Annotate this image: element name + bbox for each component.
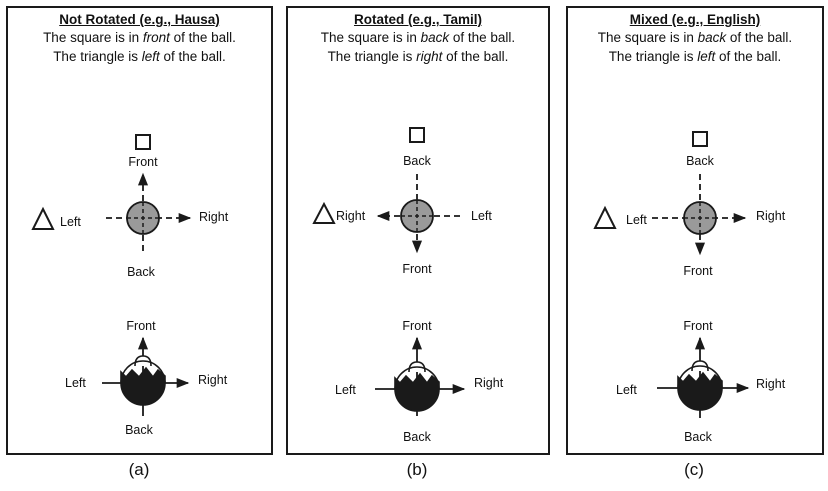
caption-a: (a) [128,460,150,479]
observer-label-left: Left [616,383,637,397]
triangle-object [593,205,617,229]
square-object [692,131,708,147]
panel-title: Rotated (e.g., Tamil) [353,12,482,27]
observer-label-bottom: Back [684,430,713,444]
spatial-diagram: Back Right Left Front Front Left Right B… [312,127,504,444]
label-top: Front [128,155,158,169]
label-left: Right [336,209,366,223]
panel-mixed: Mixed (e.g., English) The square is in b… [566,6,824,455]
observer-head [677,371,723,411]
square-object [135,134,151,150]
panel-title: Not Rotated (e.g., Hausa) [59,12,220,27]
observer-label-bottom: Back [125,423,154,437]
label-bottom: Back [127,265,156,279]
observer-head [120,366,166,406]
square-sentence: The square is in back of the ball. [597,30,793,45]
square-sentence: The square is in back of the ball. [320,30,516,45]
caption-b: (b) [406,460,428,479]
triangle-object [31,206,55,230]
observer-label-top: Front [402,319,432,333]
label-right: Left [471,209,492,223]
panel-not-rotated: Not Rotated (e.g., Hausa) The square is … [6,6,273,455]
panel-rotated: Rotated (e.g., Tamil) The square is in b… [286,6,550,455]
triangle-sentence: The triangle is right of the ball. [327,49,509,64]
label-top: Back [403,154,432,168]
observer-label-top: Front [126,319,156,333]
caption-c: (c) [684,460,704,479]
square-object [409,127,425,143]
label-top: Back [686,154,715,168]
triangle-object [312,201,336,224]
label-right: Right [756,209,786,223]
observer-label-right: Right [756,377,786,391]
observer-label-left: Left [65,376,86,390]
label-left: Left [60,215,81,229]
label-bottom: Front [683,264,713,278]
label-right: Right [199,210,229,224]
observer-label-top: Front [683,319,713,333]
observer-label-bottom: Back [403,430,432,444]
triangle-sentence: The triangle is left of the ball. [53,49,226,64]
panel-title: Mixed (e.g., English) [629,12,761,27]
observer-label-right: Right [474,376,504,390]
triangle-sentence: The triangle is left of the ball. [608,49,782,64]
observer-head [394,372,440,412]
spatial-diagram: Front Left Right Back Front Left Right B… [31,134,229,437]
observer-label-left: Left [335,383,356,397]
square-sentence: The square is in front of the ball. [43,30,236,45]
label-bottom: Front [402,262,432,276]
observer-label-right: Right [198,373,228,387]
label-left: Left [626,213,647,227]
spatial-diagram: Back Left Right Front Front Left Right B… [593,131,786,444]
